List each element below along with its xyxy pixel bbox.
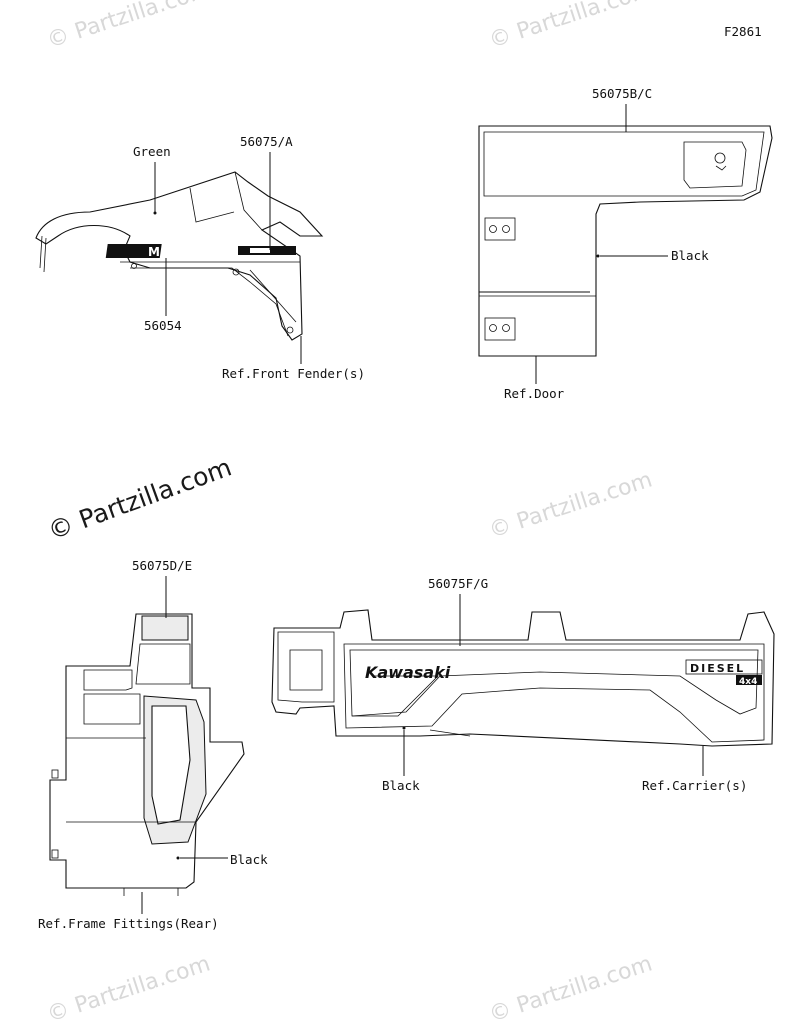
callout-green: Green [133, 144, 171, 159]
callout-ref-front-fender: Ref.Front Fender(s) [222, 366, 365, 381]
callout-56075-a: 56075/A [240, 134, 293, 149]
callout-ref-carrier: Ref.Carrier(s) [642, 778, 747, 793]
drive-badge-text: 4x4 [739, 677, 757, 687]
diesel-badge-text: DIESEL [690, 662, 745, 675]
callout-carrier-black: Black [382, 778, 420, 793]
carrier-illustration: DIESEL 4x4 Kawasaki [271, 609, 775, 747]
diesel-badge-frame [685, 659, 763, 675]
watermark-top-right: © Partzilla.com [486, 0, 655, 54]
kawasaki-logo: Kawasaki [365, 663, 451, 682]
frame-fittings-illustration [49, 613, 245, 896]
callout-frame-black: Black [230, 852, 268, 867]
callout-ref-frame-fittings: Ref.Frame Fittings(Rear) [38, 916, 219, 931]
door-illustration [478, 125, 773, 357]
callout-56075-b-c: 56075B/C [592, 86, 652, 101]
mule-decal [105, 244, 162, 258]
callout-door-black: Black [671, 248, 709, 263]
watermark-top-left: © Partzilla.com [44, 0, 213, 54]
callout-ref-door: Ref.Door [504, 386, 565, 401]
watermark-mid-right: © Partzilla.com [486, 467, 655, 543]
watermark-main: © Partzilla.com [44, 452, 235, 545]
figure-id: F2861 [724, 24, 762, 39]
watermark-bottom-right: © Partzilla.com [486, 951, 655, 1027]
front-fender-illustration: MULE [35, 171, 324, 341]
drive-badge [736, 675, 762, 685]
callout-56075-f-g: 56075F/G [428, 576, 488, 591]
callout-56075-d-e: 56075D/E [132, 558, 192, 573]
watermark-bottom-left: © Partzilla.com [44, 951, 213, 1027]
callout-56054: 56054 [144, 318, 182, 333]
mule-decal-text: MULE [148, 245, 190, 259]
